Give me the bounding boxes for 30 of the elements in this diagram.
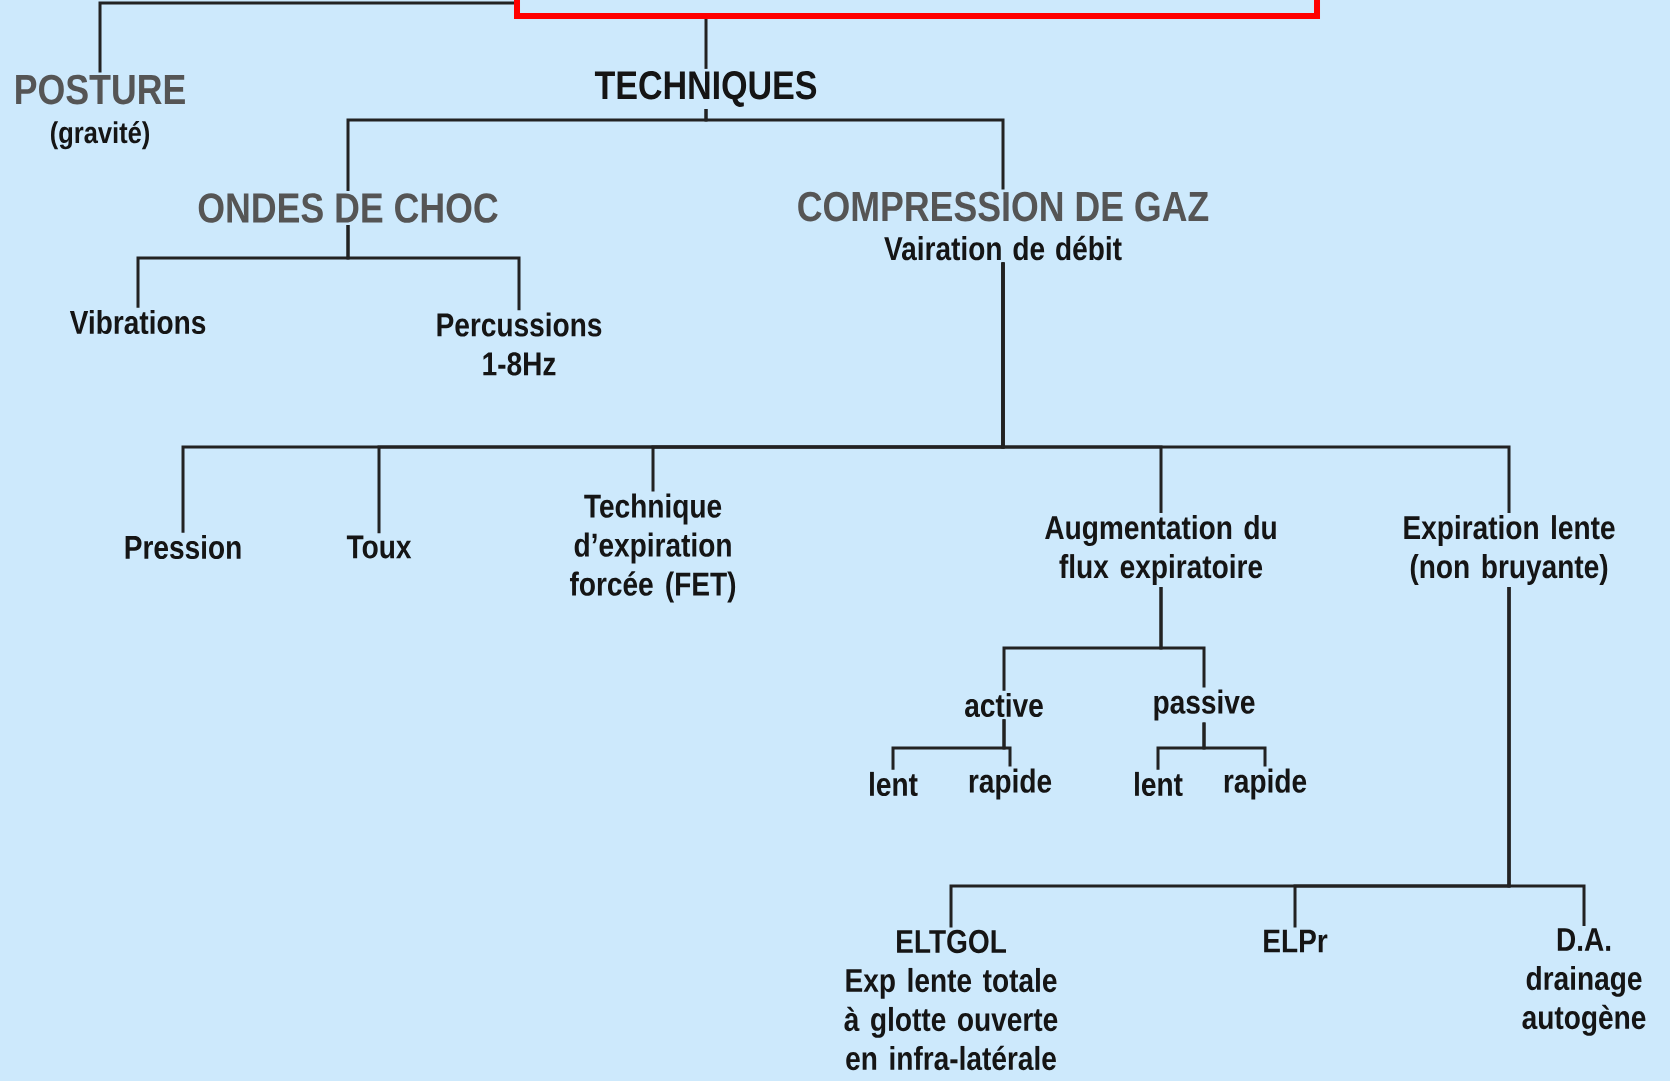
tree-label: rapide: [1224, 768, 1307, 800]
tree-label: lent: [1135, 771, 1183, 797]
tree-label: Pression: [125, 534, 241, 560]
tree-label: ELPr: [1264, 929, 1328, 953]
heading-text: ONDES DE CHOC: [198, 193, 498, 223]
connector-line: [98, 1, 514, 73]
connector-line: [1002, 719, 1012, 767]
tree-label: active: [965, 692, 1043, 718]
tree-label: passive: [1154, 689, 1255, 721]
tree-label: Toux: [346, 535, 412, 559]
tree-label: Technique d’expiration forcée (FET): [570, 493, 736, 603]
heading-with-note: POSTURE (gravité): [16, 74, 185, 150]
connector-line: [346, 225, 521, 311]
title-frame: [514, 0, 1320, 19]
connector-line: [1159, 587, 1206, 688]
connector-line: [704, 19, 708, 69]
tree-label: Augmentation du flux expiratoire: [1045, 515, 1276, 585]
tree-label: Vibrations: [69, 309, 206, 335]
tree-label: Expiration lente (non bruyante): [1404, 515, 1615, 585]
heading-text: TECHNIQUES: [594, 71, 817, 107]
heading-with-note: ELTGOL Exp lente totale à glotte ouverte en infra-latérale: [844, 929, 1058, 1071]
connector-line: [1507, 587, 1586, 926]
connector-line: [704, 109, 1005, 190]
tree-label: rapide: [969, 768, 1052, 800]
connector-line: [1001, 262, 1511, 513]
tree-label: Percussions 1-8Hz: [437, 312, 602, 376]
heading-with-note: COMPRESSION DE GAZ Vairation de débit: [798, 191, 1209, 261]
tree-label: lent: [870, 771, 918, 797]
heading-with-note: D.A. drainage autogène: [1522, 928, 1646, 1036]
connector-line: [1202, 722, 1267, 767]
